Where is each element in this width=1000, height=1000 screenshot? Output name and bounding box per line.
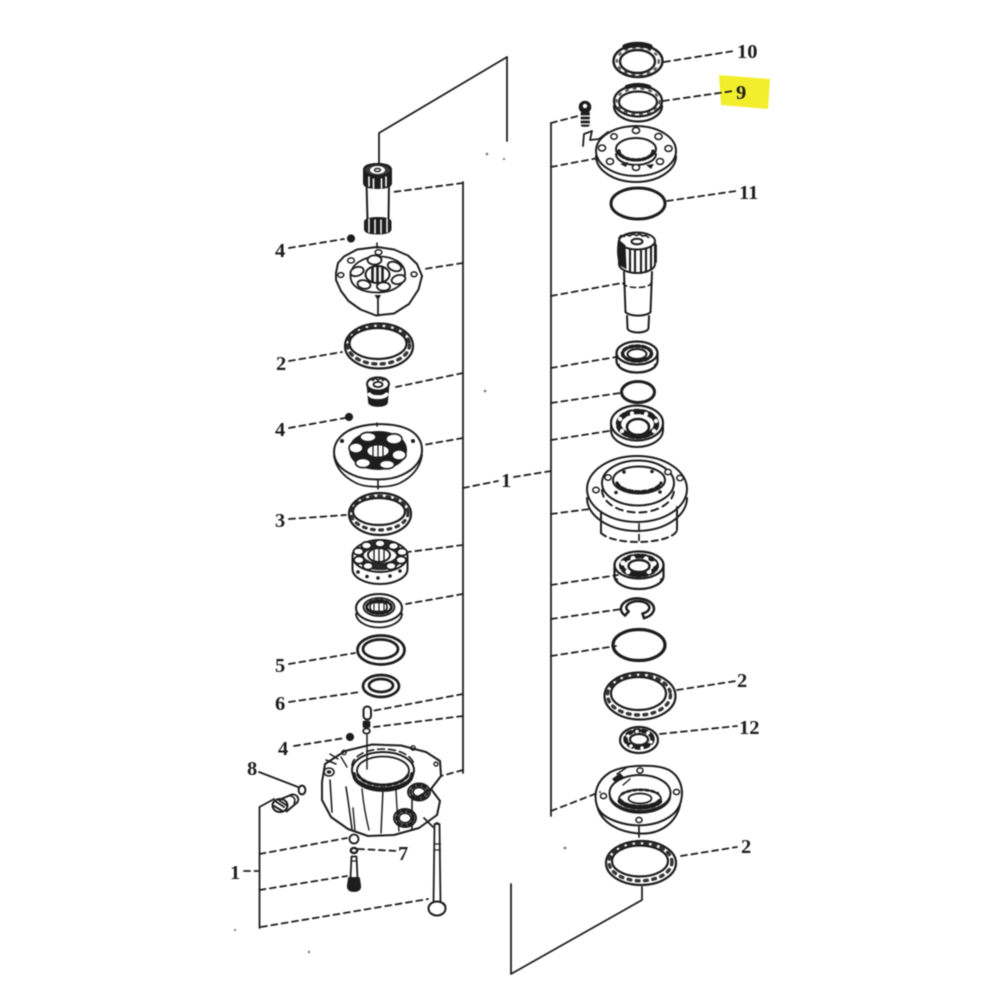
svg-text:6: 6 (275, 693, 285, 715)
svg-text:2: 2 (737, 670, 747, 692)
svg-text:12: 12 (739, 717, 760, 739)
svg-text:2: 2 (741, 836, 751, 858)
svg-text:9: 9 (736, 82, 746, 104)
svg-text:11: 11 (739, 182, 758, 204)
svg-text:5: 5 (275, 655, 285, 677)
svg-text:3: 3 (275, 510, 285, 532)
svg-text:1: 1 (501, 470, 511, 492)
svg-text:8: 8 (247, 758, 257, 780)
svg-text:1: 1 (230, 862, 240, 884)
svg-text:4: 4 (275, 419, 285, 441)
svg-text:7: 7 (398, 843, 408, 865)
svg-text:4: 4 (278, 738, 288, 760)
svg-text:2: 2 (276, 353, 286, 375)
svg-text:10: 10 (737, 41, 758, 63)
svg-text:4: 4 (275, 240, 285, 262)
